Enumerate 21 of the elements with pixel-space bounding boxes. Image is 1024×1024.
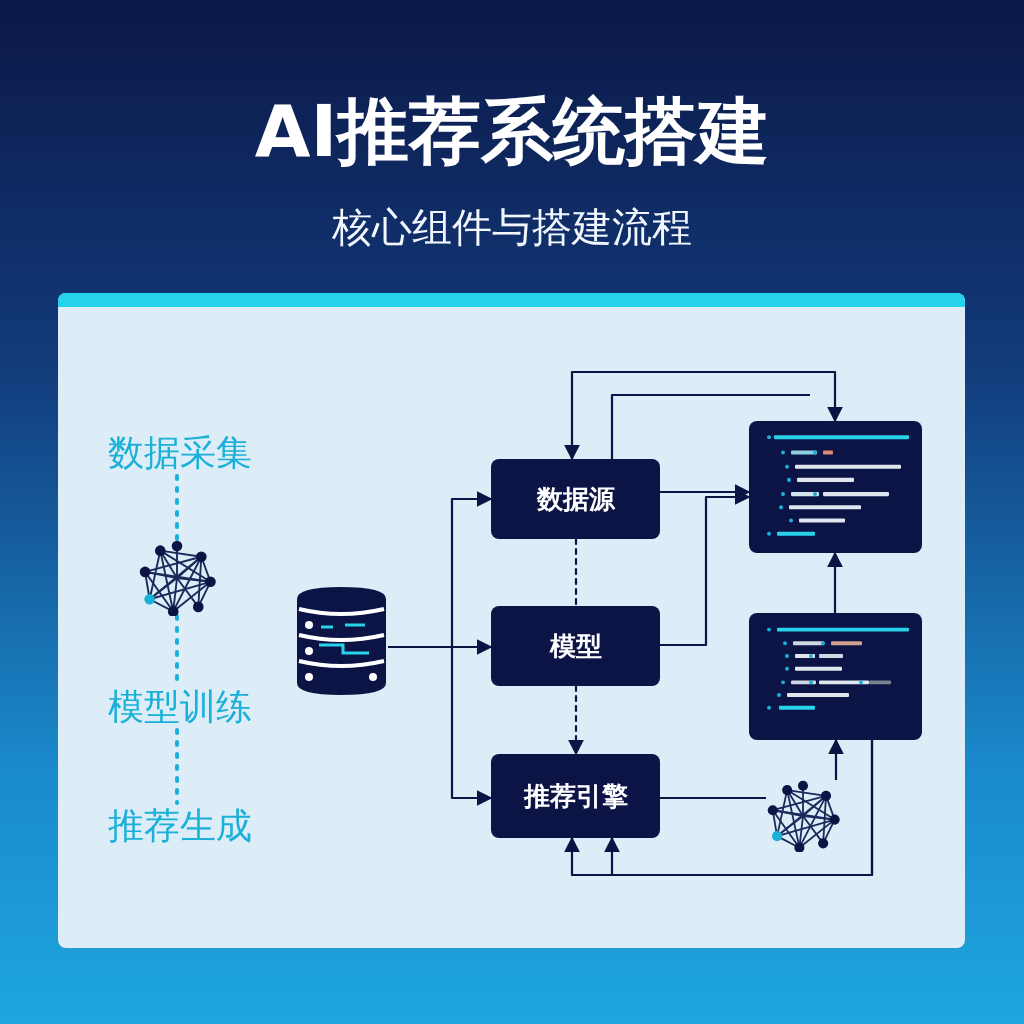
dashed-connector	[175, 728, 179, 805]
dashed-connector	[175, 474, 179, 542]
dashed-connector	[574, 537, 578, 608]
arrow	[828, 738, 844, 780]
arrow	[388, 645, 493, 806]
process-box: 模型	[491, 606, 660, 686]
code-window-drawing	[749, 421, 922, 553]
subtitle: 核心组件与搭建流程	[331, 203, 693, 251]
title: AI推荐系统搭建	[253, 88, 771, 175]
network-icon	[766, 780, 840, 852]
database-icon	[295, 585, 388, 697]
process-box: 数据源	[491, 459, 660, 539]
process-box: 推荐引擎	[491, 754, 660, 838]
step-label: 数据采集	[105, 430, 255, 476]
dashed-connector	[568, 684, 584, 756]
arrow	[827, 551, 843, 613]
code-window-drawing	[749, 613, 922, 740]
network-icon	[138, 540, 216, 616]
step-label: 推荐生成	[105, 803, 255, 849]
arrow	[564, 370, 843, 461]
step-label: 模型训练	[105, 684, 255, 730]
